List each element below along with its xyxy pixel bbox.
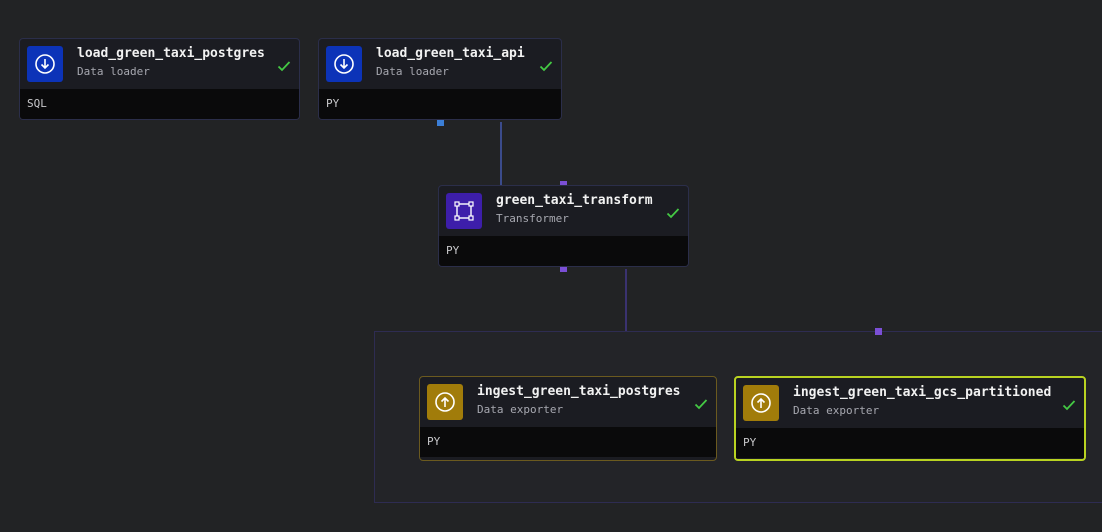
block-title: load_green_taxi_postgres bbox=[77, 46, 265, 61]
check-icon bbox=[1062, 396, 1076, 415]
block-ingest-green-taxi-gcs-partitioned[interactable]: ingest_green_taxi_gcs_partitioned Data e… bbox=[734, 376, 1086, 461]
upload-icon bbox=[427, 384, 463, 420]
block-language: PY bbox=[420, 427, 716, 457]
block-language: PY bbox=[439, 236, 688, 266]
block-green-taxi-transform[interactable]: green_taxi_transform Transformer PY bbox=[438, 185, 689, 267]
check-icon bbox=[694, 395, 708, 414]
upload-icon bbox=[743, 385, 779, 421]
block-type: Transformer bbox=[496, 212, 569, 225]
block-type: Data loader bbox=[77, 65, 150, 78]
input-port[interactable] bbox=[560, 181, 567, 188]
block-title: ingest_green_taxi_postgres bbox=[477, 384, 681, 399]
download-icon bbox=[326, 46, 362, 82]
check-icon bbox=[277, 57, 291, 76]
block-language: SQL bbox=[20, 89, 299, 119]
block-load-green-taxi-api[interactable]: load_green_taxi_api Data loader PY bbox=[318, 38, 562, 120]
block-type: Data exporter bbox=[477, 403, 564, 416]
block-ingest-green-taxi-postgres[interactable]: ingest_green_taxi_postgres Data exporter… bbox=[419, 376, 717, 461]
download-icon bbox=[27, 46, 63, 82]
block-language: PY bbox=[736, 428, 1084, 458]
check-icon bbox=[666, 204, 680, 223]
block-load-green-taxi-postgres[interactable]: load_green_taxi_postgres Data loader SQL bbox=[19, 38, 300, 120]
block-title: load_green_taxi_api bbox=[376, 46, 525, 61]
transform-square-icon bbox=[446, 193, 482, 229]
input-port[interactable] bbox=[875, 328, 882, 335]
block-type: Data exporter bbox=[793, 404, 880, 417]
block-title: green_taxi_transform bbox=[496, 193, 653, 208]
block-language: PY bbox=[319, 89, 561, 119]
output-port[interactable] bbox=[560, 265, 567, 272]
block-type: Data loader bbox=[376, 65, 449, 78]
output-port[interactable] bbox=[437, 119, 444, 126]
block-title: ingest_green_taxi_gcs_partitioned bbox=[793, 385, 1052, 400]
check-icon bbox=[539, 57, 553, 76]
